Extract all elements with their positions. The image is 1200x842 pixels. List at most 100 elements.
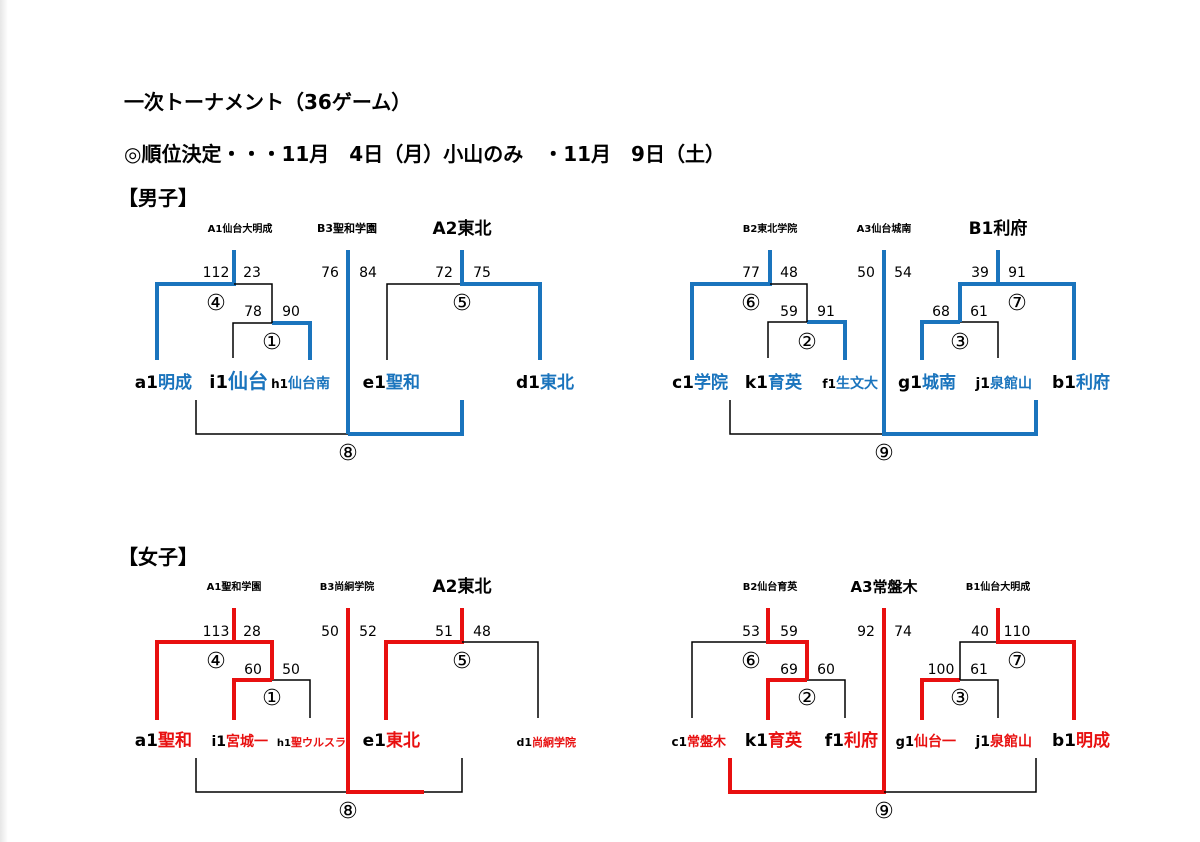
team-name: 宮城一 [226, 733, 268, 750]
score: 28 [243, 624, 261, 640]
score: 23 [243, 265, 261, 281]
bracket-line [462, 641, 539, 718]
team-label: j1泉館山 [974, 375, 1032, 392]
game-number: ⑥ [741, 291, 761, 316]
team-label: a1聖和 [135, 731, 192, 751]
bracket-line [690, 250, 772, 360]
team-label: h1仙台南 [271, 375, 330, 392]
team-name: 聖ウルスラ [291, 736, 346, 749]
team-code: k1 [745, 731, 768, 751]
seed-label: A1仙台大明成 [208, 222, 273, 235]
score: 100 [928, 662, 955, 678]
bracket-line [386, 283, 462, 360]
game-number: ② [797, 686, 817, 711]
game-number: ⑥ [741, 649, 761, 674]
game-number: ① [262, 686, 282, 711]
bracket-line [232, 322, 272, 358]
game-number: ④ [206, 649, 226, 674]
schedule-line: ◎順位決定・・・11月 4日（月）小山のみ ・11月 9日（土） [124, 142, 725, 166]
team-label: e1東北 [363, 730, 420, 751]
team-name: 利府 [844, 730, 878, 751]
team-label: b1利府 [1052, 372, 1110, 393]
team-label: i1宮城一 [211, 733, 268, 750]
team-label: g1仙台一 [896, 733, 956, 750]
game-number: ④ [206, 291, 226, 316]
seed-label: A2東北 [433, 218, 492, 239]
bracket-line [767, 321, 807, 358]
team-name: 泉館山 [990, 733, 1032, 750]
team-label: i1仙台 [209, 369, 268, 393]
team-name: 育英 [768, 372, 803, 393]
score: 78 [244, 304, 262, 320]
team-name: 東北 [386, 730, 420, 751]
bracket-line [960, 679, 999, 718]
bracket-line [920, 320, 960, 360]
score: 91 [1008, 265, 1026, 281]
seed-label: B1利府 [969, 218, 1028, 239]
score: 40 [971, 624, 989, 640]
game-number: ⑧ [338, 799, 358, 824]
team-label: f1生文大 [822, 375, 878, 392]
bracket-line [807, 679, 846, 718]
score: 110 [1004, 624, 1031, 640]
seed-label: A3仙台城南 [857, 222, 912, 235]
team-name: 東北 [540, 372, 574, 393]
game-number: ① [262, 330, 282, 355]
score: 52 [359, 624, 377, 640]
team-code: f1 [825, 731, 844, 751]
game-number: ② [797, 330, 817, 355]
score: 61 [970, 304, 988, 320]
bracket-line [884, 758, 1037, 793]
team-label: c1学院 [672, 372, 728, 393]
bracket-line [272, 321, 312, 360]
bracket-line [348, 400, 464, 436]
team-code: c1 [672, 735, 687, 749]
team-code: d1 [516, 373, 540, 393]
team-label: a1明成 [135, 372, 192, 393]
score: 74 [894, 624, 912, 640]
bracket-line [424, 758, 463, 793]
team-code: d1 [516, 736, 532, 749]
bracket-line [155, 250, 236, 360]
team-name: 仙台 [228, 369, 268, 393]
score: 76 [321, 265, 339, 281]
game-number: ⑦ [1007, 649, 1027, 674]
bracket-line [728, 608, 886, 794]
team-label: d1東北 [516, 372, 574, 393]
score: 48 [780, 265, 798, 281]
team-name: 明成 [158, 372, 192, 393]
bracket-line [460, 250, 542, 360]
score: 50 [321, 624, 339, 640]
team-code: i1 [211, 734, 226, 750]
score: 112 [203, 265, 230, 281]
team-name: 明成 [1076, 730, 1110, 751]
bracket-line [384, 608, 464, 720]
game-number: ③ [950, 330, 970, 355]
score: 92 [857, 624, 875, 640]
seed-label: A2東北 [433, 576, 492, 597]
team-label: k1育英 [745, 730, 803, 751]
game-number: ⑤ [452, 291, 472, 316]
seed-label: B2東北学院 [743, 222, 798, 235]
bracket-line [195, 758, 348, 793]
team-name: 聖和 [158, 731, 192, 751]
bracket-line [958, 282, 998, 322]
team-name: 城南 [922, 372, 956, 393]
team-label: j1泉館山 [974, 733, 1032, 750]
game-number: ⑦ [1007, 291, 1027, 316]
seed-label: B3聖和学園 [317, 221, 377, 235]
team-code: e1 [363, 731, 386, 751]
team-name: 尚絅学院 [532, 735, 576, 749]
team-code: b1 [1052, 731, 1076, 751]
page-edge-shadow [0, 0, 8, 842]
team-code: g1 [896, 735, 914, 750]
score: 39 [971, 265, 989, 281]
bracket-line [691, 641, 768, 718]
team-name: 仙台南 [288, 375, 330, 392]
team-code: h1 [277, 738, 291, 749]
seed-label: A1聖和学園 [207, 580, 262, 593]
team-name: 聖和 [386, 373, 420, 393]
